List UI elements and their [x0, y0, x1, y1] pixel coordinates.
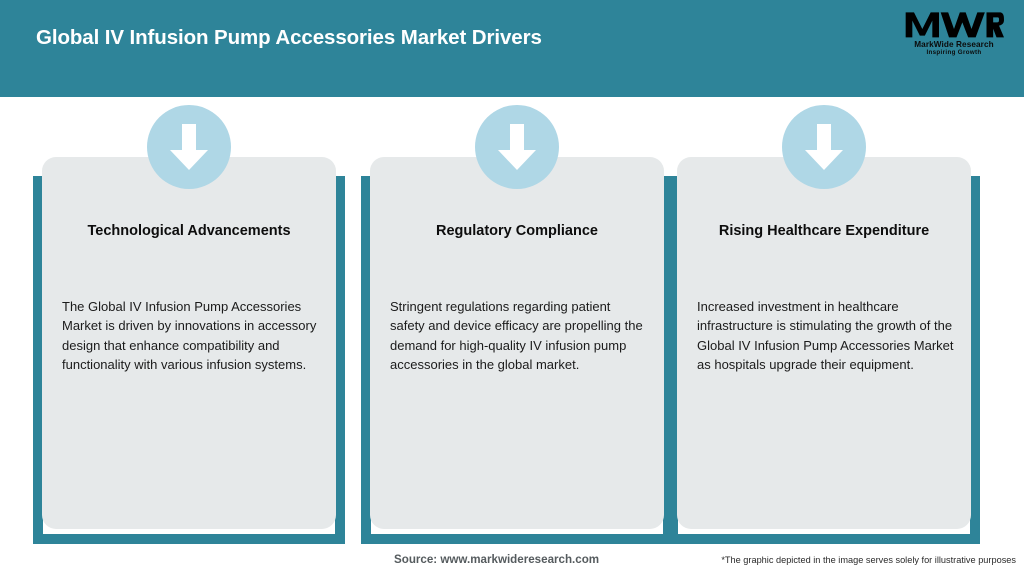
card-body-text: Stringent regulations regarding patient … [390, 299, 643, 372]
mwr-logo-icon [905, 12, 1004, 38]
card-panel: Rising Healthcare Expenditure Increased … [677, 105, 971, 529]
logo-tagline: Inspiring Growth [926, 49, 982, 56]
card-panel: Regulatory Compliance Stringent regulati… [370, 105, 664, 529]
page-header: Global IV Infusion Pump Accessories Mark… [0, 0, 1024, 97]
disclaimer-label: *The graphic depicted in the image serve… [721, 555, 1016, 565]
card-body-text: The Global IV Infusion Pump Accessories … [62, 299, 317, 372]
down-arrow-icon [147, 105, 231, 189]
card-accent-frame [668, 176, 980, 544]
page-title: Global IV Infusion Pump Accessories Mark… [36, 26, 542, 49]
page-footer: Source: www.markwideresearch.com *The gr… [0, 544, 1024, 576]
card-title: Rising Healthcare Expenditure [718, 223, 930, 239]
card-body-text: Increased investment in healthcare infra… [697, 299, 954, 372]
down-arrow-icon [475, 105, 559, 189]
logo-company-name: MarkWide Research [914, 40, 994, 49]
driver-card[interactable]: Rising Healthcare Expenditure Increased … [668, 105, 980, 544]
drivers-card-grid: Technological Advancements The Global IV… [0, 97, 1024, 544]
card-panel: Technological Advancements The Global IV… [42, 105, 336, 529]
card-title: Regulatory Compliance [436, 223, 598, 239]
brand-logo: MarkWide Research Inspiring Growth [902, 9, 1006, 61]
card-title: Technological Advancements [87, 223, 291, 239]
down-arrow-icon [782, 105, 866, 189]
driver-card[interactable]: Regulatory Compliance Stringent regulati… [361, 105, 673, 544]
source-label: Source: www.markwideresearch.com [394, 553, 600, 566]
driver-card[interactable]: Technological Advancements The Global IV… [33, 105, 345, 544]
card-accent-frame [33, 176, 345, 544]
